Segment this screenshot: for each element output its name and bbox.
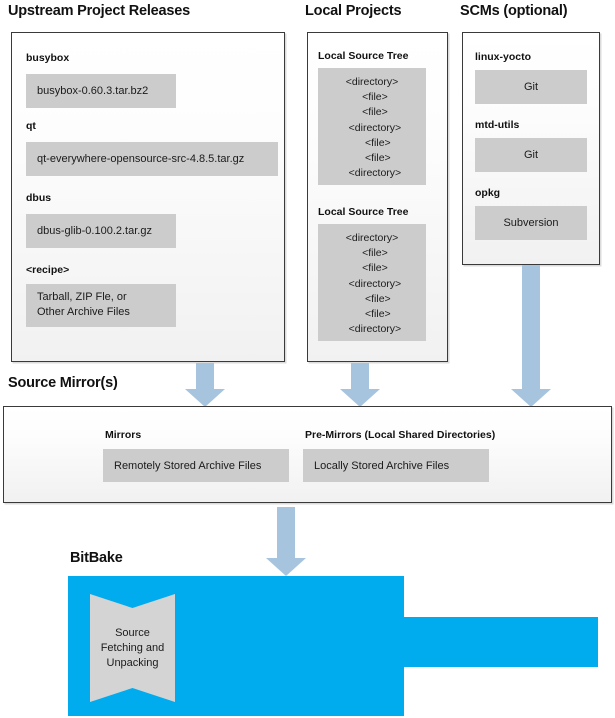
mirrors-label: Mirrors [105, 429, 142, 441]
local-projects-heading: Local Projects [305, 3, 402, 19]
scms-heading: SCMs (optional) [460, 3, 568, 19]
task-text: Source Fetching and Unpacking [101, 626, 165, 671]
scm-item-value-opkg: Subversion [475, 206, 587, 240]
scm-item-label-linux-yocto: linux-yocto [475, 51, 532, 63]
upstream-item-label-busybox: busybox [26, 52, 70, 64]
pre-mirrors-value: Locally Stored Archive Files [303, 449, 489, 482]
scm-item-value-mtd-utils: Git [475, 138, 587, 172]
scm-item-label-mtd-utils: mtd-utils [475, 119, 520, 131]
tree-line: <directory> [342, 323, 402, 336]
source-fetching-and-unpacking-task: Source Fetching and Unpacking [90, 594, 175, 702]
task-line-3: Unpacking [106, 656, 159, 669]
local-tree-box-1: <directory> <file> <file> <directory> <f… [318, 68, 426, 185]
bitbake-heading: BitBake [70, 550, 123, 566]
upstream-item-label-recipe: <recipe> [26, 264, 70, 276]
bitbake-output-band [404, 617, 598, 667]
tree-line: <directory> [345, 232, 399, 244]
arrow-scms-to-mirrors [511, 265, 551, 407]
scm-item-label-opkg: opkg [475, 187, 501, 199]
upstream-item-value-busybox: busybox-0.60.3.tar.bz2 [26, 74, 176, 108]
arrow-local-projects-to-mirrors [340, 363, 380, 407]
task-line-2: Fetching and [100, 641, 165, 654]
upstream-item-value-recipe: Tarball, ZIP Fle, or Other Archive Files [26, 284, 176, 327]
scm-item-value-linux-yocto: Git [475, 70, 587, 104]
recipe-value-line-1: Tarball, ZIP Fle, or [37, 291, 127, 303]
upstream-item-value-qt: qt-everywhere-opensource-src-4.8.5.tar.g… [26, 142, 278, 176]
arrow-mirrors-to-bitbake [266, 507, 306, 577]
tree-line: <file> [356, 262, 388, 275]
local-tree-box-2: <directory> <file> <file> <directory> <f… [318, 224, 426, 341]
tree-line: <file> [356, 106, 388, 119]
tree-line: <directory> [342, 167, 402, 180]
tree-line: <file> [356, 247, 388, 260]
tree-line: <file> [353, 152, 391, 165]
upstream-heading: Upstream Project Releases [8, 3, 190, 19]
recipe-value-line-2: Other Archive Files [37, 306, 130, 318]
tree-line: <file> [356, 91, 388, 104]
tree-line: <file> [353, 308, 391, 321]
upstream-item-label-dbus: dbus [26, 192, 52, 204]
source-mirrors-heading: Source Mirror(s) [8, 375, 118, 391]
arrow-upstream-to-mirrors [185, 363, 225, 407]
local-tree-label-1: Local Source Tree [318, 50, 409, 62]
local-tree-label-2: Local Source Tree [318, 206, 409, 218]
tree-line: <file> [353, 292, 391, 305]
tree-line: <directory> [342, 121, 402, 134]
tree-line: <file> [353, 136, 391, 149]
upstream-item-value-dbus: dbus-glib-0.100.2.tar.gz [26, 214, 176, 248]
mirrors-value: Remotely Stored Archive Files [103, 449, 289, 482]
tree-line: <directory> [342, 277, 402, 290]
upstream-item-label-qt: qt [26, 120, 36, 132]
task-line-1: Source [115, 626, 150, 639]
tree-line: <directory> [345, 76, 399, 88]
pre-mirrors-label: Pre-Mirrors (Local Shared Directories) [305, 429, 496, 441]
